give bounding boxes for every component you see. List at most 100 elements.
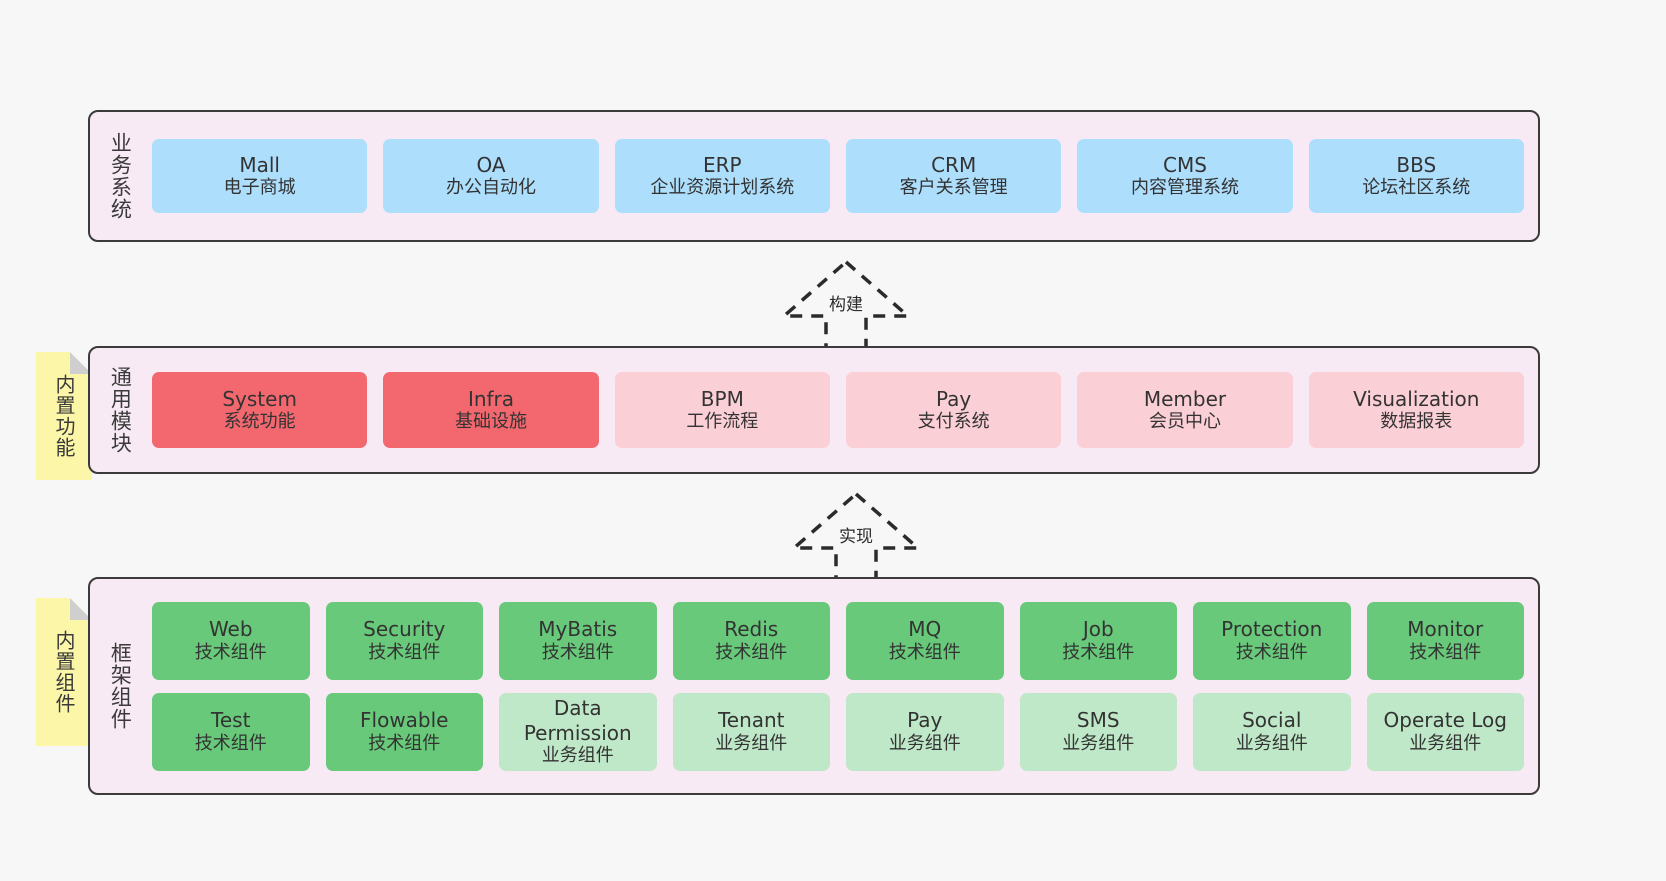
- card-title: Operate Log: [1383, 708, 1507, 733]
- card-title: BPM: [700, 386, 744, 411]
- component-card-data-permission[interactable]: Data Permission 业务组件: [499, 692, 657, 771]
- common-module-layer-title: 通用模块: [108, 366, 133, 454]
- component-card-monitor[interactable]: Monitor 技术组件: [1366, 601, 1524, 680]
- component-card-web[interactable]: Web 技术组件: [152, 601, 310, 680]
- card-subtitle: 业务组件: [1235, 732, 1308, 754]
- business-system-layer-title: 业务系统: [108, 132, 133, 220]
- business-card-cms[interactable]: CMS 内容管理系统: [1077, 139, 1293, 213]
- card-title: Pay: [936, 386, 972, 411]
- framework-component-row-2: Test 技术组件 Flowable 技术组件 Data Permission …: [152, 692, 1524, 771]
- card-title: Visualization: [1353, 386, 1480, 411]
- card-subtitle: 技术组件: [1062, 641, 1135, 663]
- card-subtitle: 电子商城: [223, 177, 296, 199]
- framework-component-layer-title: 框架组件: [108, 642, 133, 730]
- business-card-bbs[interactable]: BBS 论坛社区系统: [1308, 139, 1524, 213]
- card-subtitle: 技术组件: [368, 641, 441, 663]
- card-title: Mall: [239, 152, 280, 177]
- card-subtitle: 技术组件: [715, 641, 788, 663]
- business-system-row: Mall 电子商城 OA 办公自动化 ERP 企业资源计划系统 CRM 客户关系…: [152, 139, 1524, 213]
- component-card-protection[interactable]: Protection 技术组件: [1193, 601, 1351, 680]
- common-module-layer: 通用模块 System 系统功能 Infra 基础设施 BPM 工作流程 Pay…: [88, 346, 1540, 474]
- card-title: System: [222, 386, 297, 411]
- component-card-operate-log[interactable]: Operate Log 业务组件: [1366, 692, 1524, 771]
- module-card-visualization[interactable]: Visualization 数据报表: [1308, 372, 1524, 448]
- card-title: MyBatis: [538, 617, 618, 642]
- note-builtin-component: 内置组件: [36, 598, 92, 746]
- component-card-tenant[interactable]: Tenant 业务组件: [672, 692, 830, 771]
- business-card-oa[interactable]: OA 办公自动化: [383, 139, 599, 213]
- card-subtitle: 业务组件: [888, 732, 961, 754]
- card-subtitle: 办公自动化: [445, 177, 536, 199]
- card-subtitle: 技术组件: [1235, 641, 1308, 663]
- business-card-mall[interactable]: Mall 电子商城: [152, 139, 368, 213]
- note-builtin-function-label: 内置功能: [52, 374, 76, 458]
- business-system-layer-body: Mall 电子商城 OA 办公自动化 ERP 企业资源计划系统 CRM 客户关系…: [142, 112, 1538, 240]
- framework-component-row-1: Web 技术组件 Security 技术组件 MyBatis 技术组件 Redi…: [152, 601, 1524, 680]
- card-subtitle: 业务组件: [541, 744, 614, 766]
- card-title: Monitor: [1407, 617, 1484, 642]
- card-subtitle: 会员中心: [1148, 411, 1221, 433]
- card-subtitle: 数据报表: [1380, 411, 1453, 433]
- card-title: SMS: [1076, 708, 1120, 733]
- business-system-layer: 业务系统 Mall 电子商城 OA 办公自动化 ERP 企业资源计划系统 CRM…: [88, 110, 1540, 242]
- card-subtitle: 企业资源计划系统: [650, 177, 795, 199]
- card-title: Tenant: [717, 708, 785, 733]
- card-subtitle: 论坛社区系统: [1362, 177, 1471, 199]
- note-builtin-component-label: 内置组件: [52, 630, 76, 714]
- card-subtitle: 内容管理系统: [1130, 177, 1239, 199]
- common-module-layer-body: System 系统功能 Infra 基础设施 BPM 工作流程 Pay 支付系统…: [142, 348, 1538, 472]
- arrow-build-icon: [779, 259, 913, 350]
- card-title: Flowable: [360, 708, 449, 733]
- common-module-row: System 系统功能 Infra 基础设施 BPM 工作流程 Pay 支付系统…: [152, 372, 1524, 448]
- component-card-flowable[interactable]: Flowable 技术组件: [325, 692, 483, 771]
- component-card-social[interactable]: Social 业务组件: [1193, 692, 1351, 771]
- card-title: ERP: [703, 152, 742, 177]
- card-title: Pay: [907, 708, 943, 733]
- card-title: Redis: [724, 617, 779, 642]
- framework-component-layer-body: Web 技术组件 Security 技术组件 MyBatis 技术组件 Redi…: [142, 579, 1538, 793]
- card-subtitle: 系统功能: [223, 411, 296, 433]
- component-card-job[interactable]: Job 技术组件: [1019, 601, 1177, 680]
- business-card-erp[interactable]: ERP 企业资源计划系统: [614, 139, 830, 213]
- component-card-mq[interactable]: MQ 技术组件: [846, 601, 1004, 680]
- business-card-crm[interactable]: CRM 客户关系管理: [845, 139, 1062, 213]
- module-card-system[interactable]: System 系统功能: [152, 372, 368, 448]
- card-title: Infra: [467, 386, 515, 411]
- component-card-mybatis[interactable]: MyBatis 技术组件: [499, 601, 657, 680]
- card-subtitle: 技术组件: [1409, 641, 1482, 663]
- card-title: Security: [363, 617, 446, 642]
- card-title: Social: [1242, 708, 1302, 733]
- component-card-redis[interactable]: Redis 技术组件: [672, 601, 830, 680]
- module-card-infra[interactable]: Infra 基础设施: [383, 372, 599, 448]
- card-title: Member: [1143, 386, 1227, 411]
- card-subtitle: 业务组件: [1409, 732, 1482, 754]
- component-card-test[interactable]: Test 技术组件: [152, 692, 310, 771]
- arrow-implement: 实现: [766, 484, 946, 584]
- card-title: Web: [208, 617, 253, 642]
- card-subtitle: 业务组件: [715, 732, 788, 754]
- card-subtitle: 技术组件: [368, 732, 441, 754]
- card-title: Test: [211, 708, 251, 733]
- module-card-member[interactable]: Member 会员中心: [1077, 372, 1293, 448]
- arrow-build: 构建: [756, 252, 936, 352]
- component-card-pay[interactable]: Pay 业务组件: [846, 692, 1004, 771]
- component-card-security[interactable]: Security 技术组件: [325, 601, 483, 680]
- card-subtitle: 支付系统: [917, 411, 990, 433]
- card-subtitle: 技术组件: [541, 641, 614, 663]
- framework-component-layer: 框架组件 Web 技术组件 Security 技术组件 MyBatis 技术组件…: [88, 577, 1540, 795]
- arrow-implement-icon: [789, 491, 923, 582]
- card-title: CMS: [1163, 152, 1207, 177]
- card-title: MQ: [908, 617, 942, 642]
- card-subtitle: 基础设施: [454, 411, 527, 433]
- card-title: BBS: [1396, 152, 1437, 177]
- component-card-sms[interactable]: SMS 业务组件: [1019, 692, 1177, 771]
- card-title: CRM: [931, 152, 977, 177]
- module-card-bpm[interactable]: BPM 工作流程: [614, 372, 830, 448]
- card-subtitle: 技术组件: [888, 641, 961, 663]
- module-card-pay[interactable]: Pay 支付系统: [845, 372, 1062, 448]
- card-subtitle: 客户关系管理: [899, 177, 1008, 199]
- card-subtitle: 技术组件: [194, 732, 267, 754]
- card-title: Job: [1082, 617, 1114, 642]
- card-subtitle: 业务组件: [1062, 732, 1135, 754]
